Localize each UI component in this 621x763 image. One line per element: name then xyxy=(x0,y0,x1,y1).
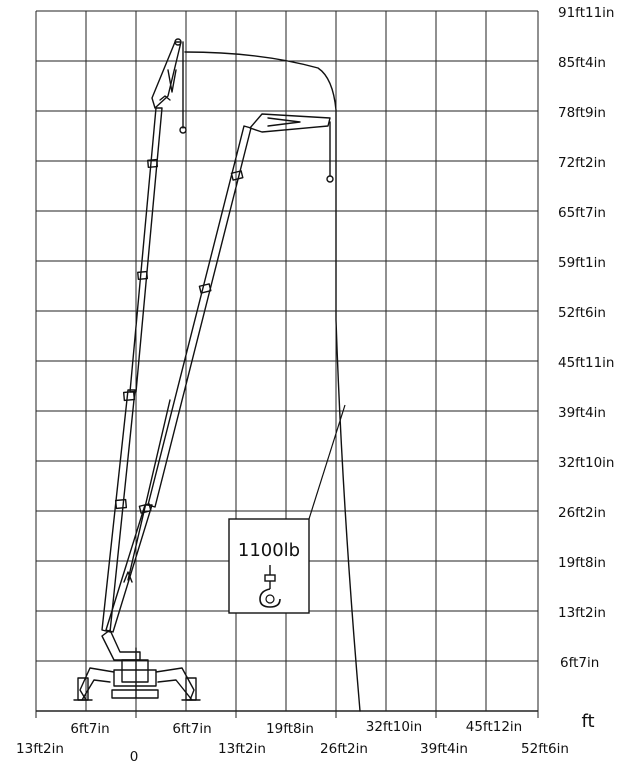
y-tick-label: 26ft2in xyxy=(558,505,606,521)
x-upper-label: 6ft7in xyxy=(70,721,109,737)
x-lower-label: 13ft2in xyxy=(218,741,266,757)
working-envelope-curve xyxy=(184,51,361,712)
y-tick-label: 52ft6in xyxy=(558,305,606,321)
crane-hook-icon xyxy=(259,565,281,608)
x-upper-label: 45ft12in xyxy=(466,719,522,735)
x-lower-label: 13ft2in xyxy=(16,741,64,757)
x-lower-label: 0 xyxy=(130,749,139,763)
x-axis-labels: 6ft7in 6ft7in 19ft8in 32ft10in 45ft12in … xyxy=(16,711,594,763)
x-lower-label: 26ft2in xyxy=(320,741,368,757)
x-upper-label: 6ft7in xyxy=(172,721,211,737)
y-tick-label: 72ft2in xyxy=(558,155,606,171)
x-upper-label: 19ft8in xyxy=(266,721,314,737)
y-tick-label: 91ft11in xyxy=(558,5,614,21)
load-text: 1100lb xyxy=(238,540,300,561)
x-unit-label: ft xyxy=(581,711,594,732)
y-tick-label: 65ft7in xyxy=(558,205,606,221)
y-tick-label: 6ft7in xyxy=(560,655,599,671)
x-lower-label: 52ft6in xyxy=(521,741,569,757)
x-lower-label: 39ft4in xyxy=(420,741,468,757)
y-tick-label: 13ft2in xyxy=(558,605,606,621)
load-callout: 1100lb xyxy=(228,404,346,614)
y-tick-label: 19ft8in xyxy=(558,555,606,571)
y-tick-label: 32ft10in xyxy=(558,455,614,471)
y-axis-labels: 91ft11in 85ft4in 78ft9in 72ft2in 65ft7in… xyxy=(558,5,614,671)
boom-extended-high xyxy=(101,38,187,633)
y-tick-label: 85ft4in xyxy=(558,55,606,71)
x-upper-label: 32ft10in xyxy=(366,719,422,735)
load-leader-line xyxy=(308,404,346,520)
y-tick-label: 59ft1in xyxy=(558,255,606,271)
crane-base xyxy=(73,629,201,701)
y-tick-label: 39ft4in xyxy=(558,405,606,421)
load-box xyxy=(228,518,310,614)
y-tick-label: 45ft11in xyxy=(558,355,614,371)
y-tick-label: 78ft9in xyxy=(558,105,606,121)
